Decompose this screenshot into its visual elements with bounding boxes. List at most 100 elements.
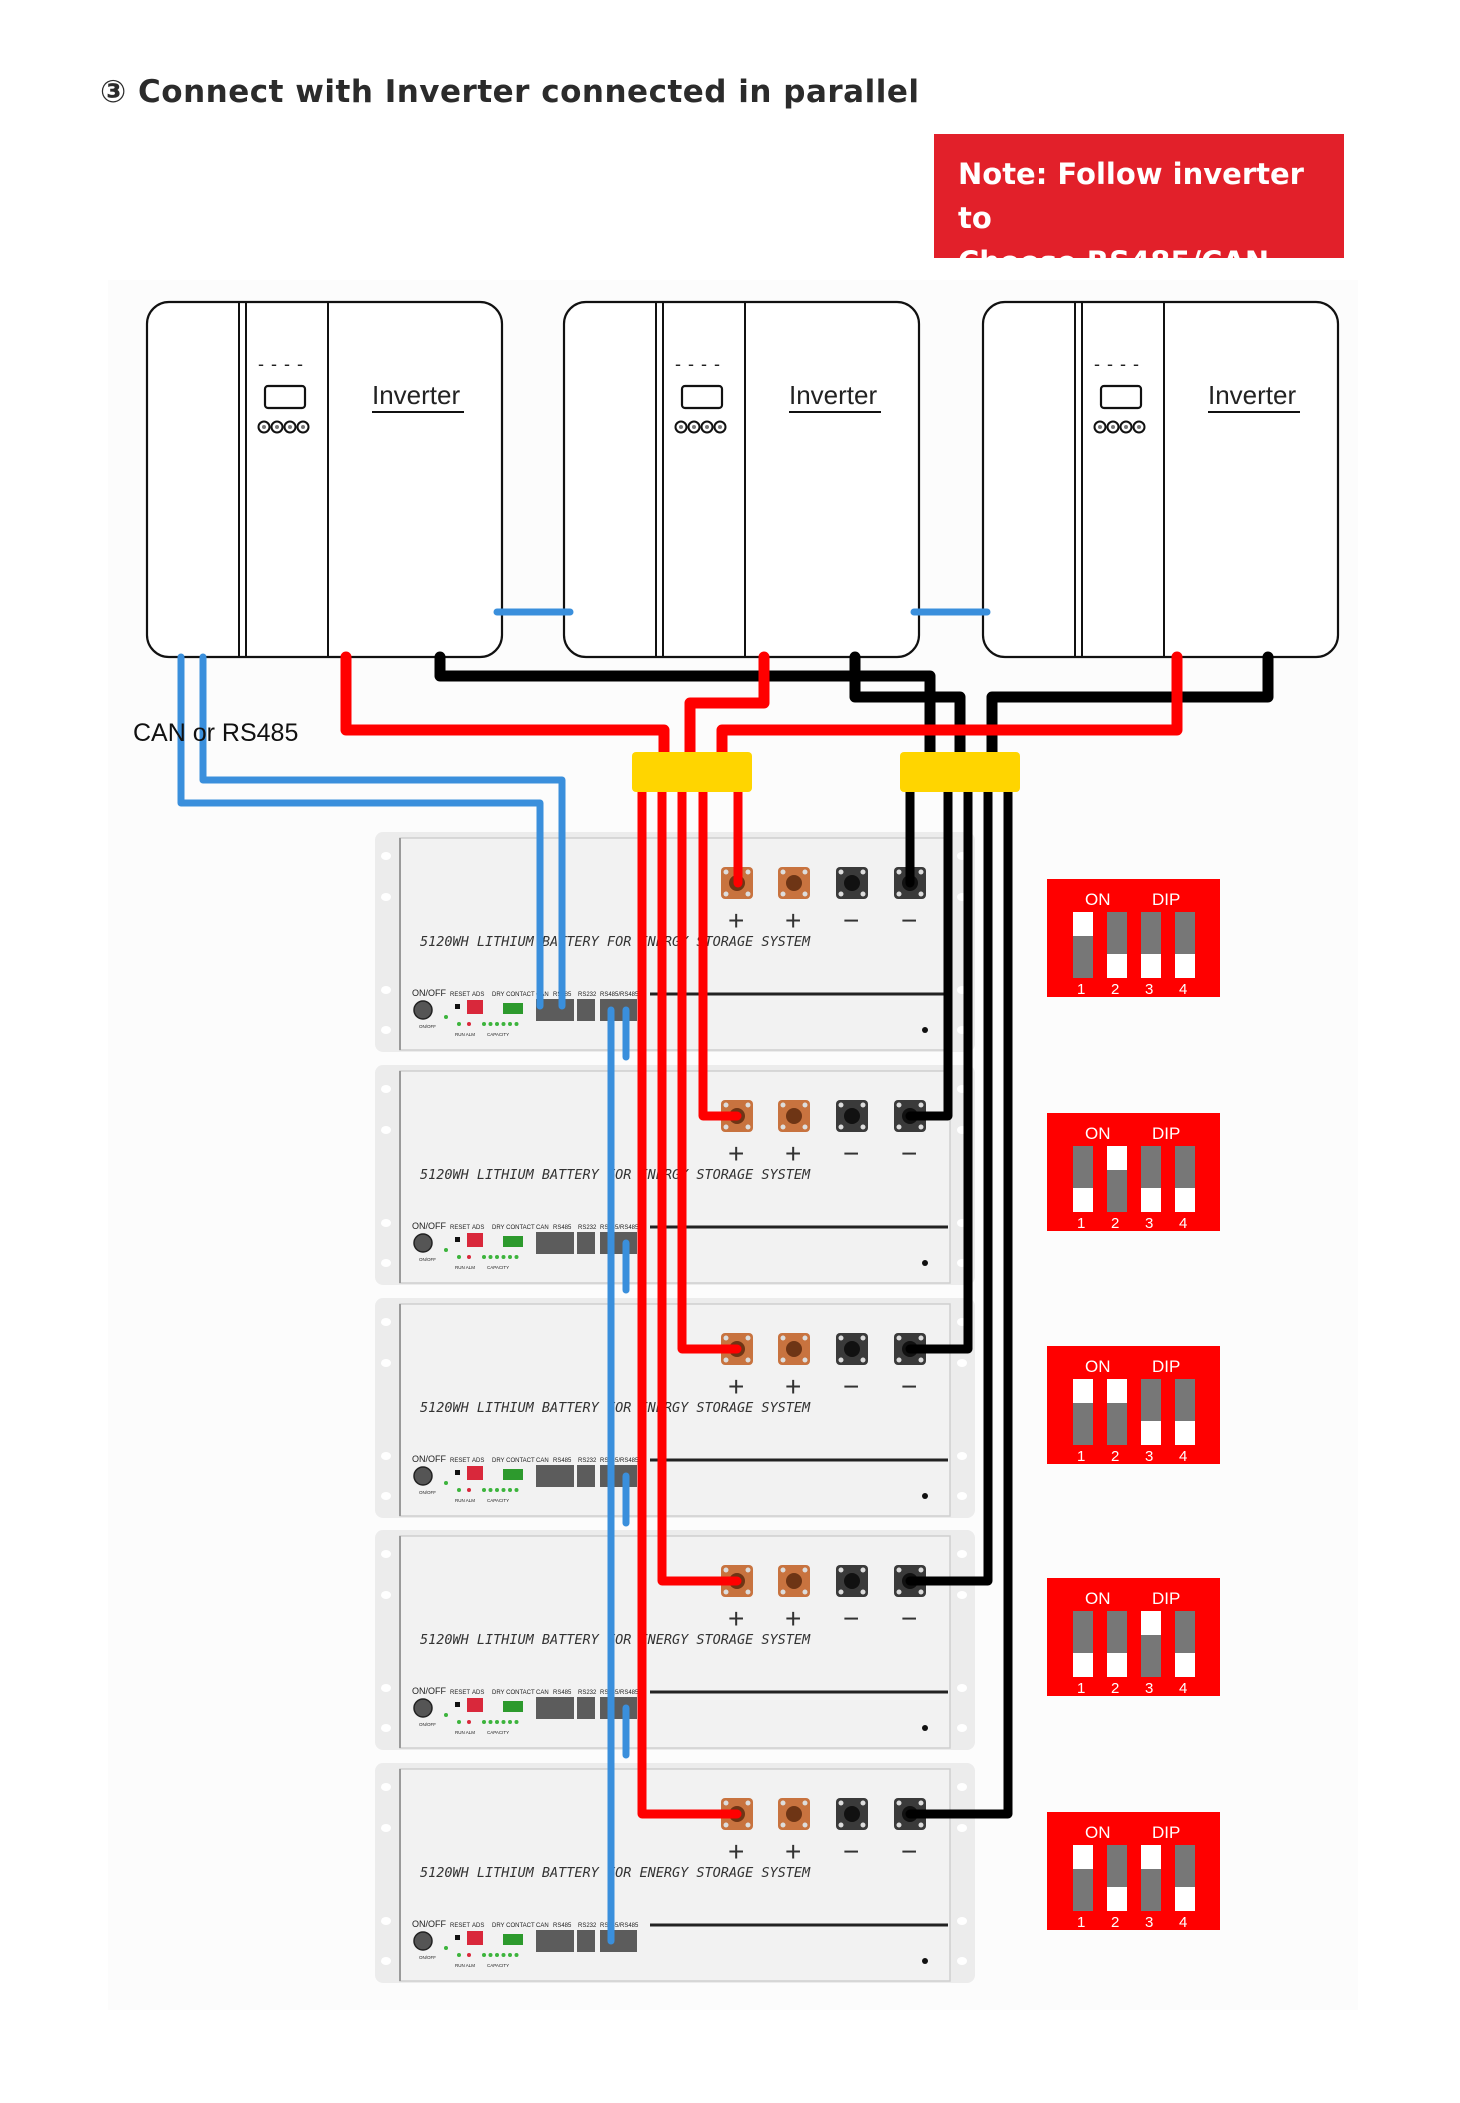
terminal-polarity-label: − bbox=[901, 1371, 917, 1402]
comm-cable-rs485 bbox=[199, 653, 566, 1010]
dip-toggle-off bbox=[1073, 1188, 1093, 1212]
power-knob-icon bbox=[413, 1931, 433, 1951]
inverter3-negative-cable bbox=[986, 651, 1274, 758]
dip-number-label: 3 bbox=[1145, 981, 1153, 998]
terminal-bolt bbox=[896, 1800, 902, 1806]
positive-busbar bbox=[632, 752, 752, 792]
terminal-bolt bbox=[745, 1335, 751, 1341]
rack-hole bbox=[381, 1917, 391, 1925]
comm-cable-can bbox=[177, 653, 544, 1010]
ads-dip-icon bbox=[467, 1698, 483, 1712]
rack-hole bbox=[381, 1492, 391, 1500]
rack-hole bbox=[957, 1550, 967, 1558]
terminal-bolt bbox=[745, 1102, 751, 1108]
run-alm-label: RUN ALM bbox=[455, 1498, 475, 1503]
rs232-port-label: RS232 bbox=[578, 992, 597, 998]
rs485-pair-ports bbox=[600, 1930, 637, 1952]
rs485-port-label: RS485 bbox=[553, 1458, 572, 1464]
dip-on-label: ON bbox=[1085, 890, 1111, 909]
rs485-pair-label: RS485/RS485 bbox=[600, 992, 639, 998]
led-capacity bbox=[514, 1488, 519, 1492]
power-knob-icon bbox=[413, 1466, 433, 1486]
can-rs485-ports bbox=[536, 1697, 574, 1719]
terminal-socket bbox=[844, 1806, 860, 1822]
inverter-button-dot bbox=[705, 425, 709, 429]
terminal-bolt bbox=[780, 891, 786, 897]
terminal-polarity-label: − bbox=[843, 1371, 859, 1402]
terminal-bolt bbox=[918, 1800, 924, 1806]
rack-hole bbox=[381, 986, 391, 994]
can-rs485-ports bbox=[536, 1930, 574, 1952]
inverter-display-dashes: - - - - bbox=[1094, 354, 1140, 374]
terminal-bolt bbox=[918, 869, 924, 875]
terminal-polarity-label: + bbox=[728, 1371, 744, 1402]
page-title: ③ Connect with Inverter connected in par… bbox=[100, 74, 920, 110]
terminal-socket bbox=[786, 1573, 802, 1589]
capacity-label: CAPACITY bbox=[487, 1498, 509, 1503]
inverter-display-icon bbox=[263, 384, 307, 410]
terminal-bolt bbox=[723, 1335, 729, 1341]
terminal-bolt bbox=[860, 1800, 866, 1806]
battery-1: ++−−5120WH LITHIUM BATTERY FOR ENERGY ST… bbox=[375, 832, 975, 1052]
ads-dip-icon bbox=[467, 1931, 483, 1945]
indicator-dot bbox=[922, 1493, 928, 1499]
rs485-pair-ports bbox=[600, 1697, 637, 1719]
dip-number-label: 2 bbox=[1111, 1215, 1119, 1232]
terminal-socket bbox=[786, 875, 802, 891]
rack-hole bbox=[381, 893, 391, 901]
rs485-pair-label: RS485/RS485 bbox=[600, 1458, 639, 1464]
terminal-bolt bbox=[918, 1567, 924, 1573]
led-capacity bbox=[488, 1488, 493, 1492]
ads-dip-icon bbox=[467, 1000, 483, 1014]
terminal-bolt bbox=[896, 1102, 902, 1108]
reset-label: RESET bbox=[450, 1458, 470, 1464]
led-capacity bbox=[508, 1255, 512, 1259]
inverter-button-dot bbox=[288, 425, 292, 429]
terminal-bolt bbox=[918, 1335, 924, 1341]
dip-number-label: 1 bbox=[1077, 1680, 1085, 1697]
dry-contact-label: DRY CONTACT bbox=[492, 1458, 535, 1464]
inverter3-positive-cable bbox=[716, 651, 1183, 758]
dip-toggle-off bbox=[1141, 954, 1161, 978]
terminal-bolt bbox=[838, 1102, 844, 1108]
terminal-bolt bbox=[896, 1822, 902, 1828]
terminal-socket bbox=[844, 875, 860, 891]
reset-label: RESET bbox=[450, 992, 470, 998]
dip-number-label: 2 bbox=[1111, 1914, 1119, 1931]
terminal-polarity-label: − bbox=[901, 905, 917, 936]
led-capacity bbox=[508, 1953, 512, 1957]
reset-button bbox=[455, 1470, 460, 1475]
terminal-bolt bbox=[802, 1102, 808, 1108]
rack-hole bbox=[957, 1591, 967, 1599]
battery3-positive-cable bbox=[677, 785, 742, 1354]
dip-number-label: 3 bbox=[1145, 1215, 1153, 1232]
step-title: Connect with Inverter connected in paral… bbox=[138, 74, 920, 110]
battery5-negative-cable bbox=[905, 785, 1013, 1819]
led-on-off-label: ON/OFF bbox=[419, 1024, 436, 1029]
battery-4: ++−−5120WH LITHIUM BATTERY FOR ENERGY ST… bbox=[375, 1530, 975, 1750]
battery3-negative-cable bbox=[905, 785, 973, 1354]
terminal-polarity-label: − bbox=[901, 1138, 917, 1169]
dip-toggle-off bbox=[1107, 954, 1127, 978]
led-capacity bbox=[482, 1720, 486, 1724]
terminal-bolt bbox=[745, 1589, 751, 1595]
terminal-bolt bbox=[723, 1567, 729, 1573]
reset-button bbox=[455, 1004, 460, 1009]
battery-3: ++−−5120WH LITHIUM BATTERY FOR ENERGY ST… bbox=[375, 1298, 975, 1518]
negative-busbar bbox=[900, 752, 1020, 792]
terminal-polarity-label: − bbox=[901, 1836, 917, 1867]
terminal-bolt bbox=[838, 1335, 844, 1341]
dip-on-label: ON bbox=[1085, 1124, 1111, 1143]
terminal-bolt bbox=[745, 891, 751, 897]
can-port-label: CAN bbox=[536, 1690, 549, 1696]
can-rs485-ports bbox=[536, 1465, 574, 1487]
led-capacity bbox=[488, 1255, 493, 1259]
led-alarm bbox=[467, 1255, 471, 1259]
rack-hole bbox=[381, 1724, 391, 1732]
dip-toggle-on bbox=[1107, 1146, 1127, 1170]
dip-toggle-off bbox=[1175, 1653, 1195, 1677]
dip-number-label: 4 bbox=[1179, 1680, 1187, 1697]
